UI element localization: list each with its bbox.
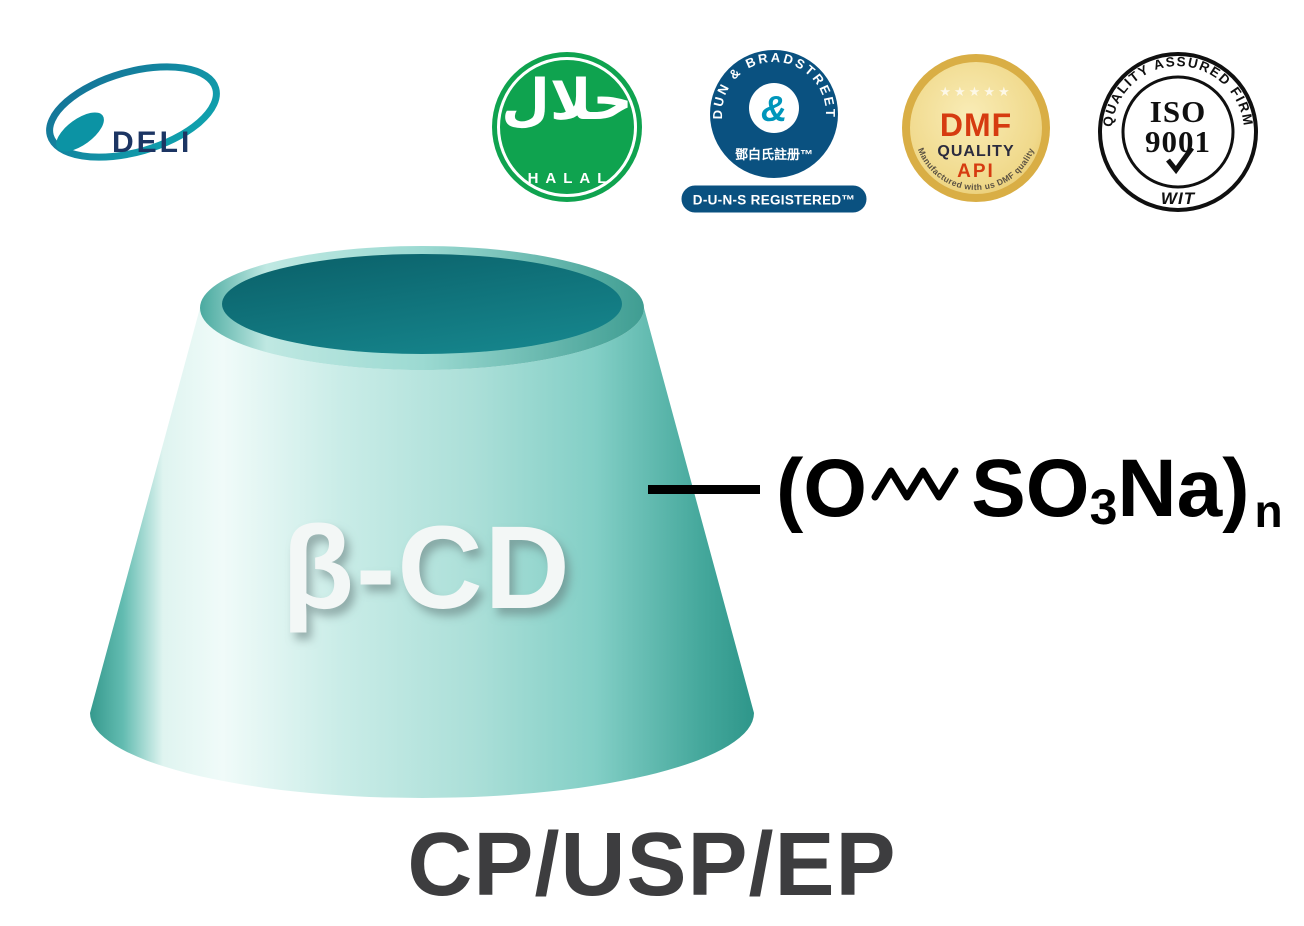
- iso-badge: QUALITY ASSURED FIRM ISO 9001 WIT: [1096, 50, 1260, 219]
- cone-graphic: [90, 246, 754, 798]
- formula-subscript-n: n: [1254, 485, 1283, 537]
- cone-opening: [222, 254, 622, 354]
- logo-ellipse-ring: [46, 63, 220, 161]
- iso-number: 9001: [1145, 124, 1211, 159]
- checkmark-icon: [1166, 146, 1195, 175]
- dnb-symbol-disc: [749, 83, 799, 133]
- dnb-chinese-text: 鄧白氏註册™: [735, 147, 813, 162]
- dnb-banner: [678, 182, 870, 216]
- iso-firm-mark: WIT: [1161, 189, 1196, 208]
- deli-swoosh-icon: DELI: [46, 63, 220, 161]
- iso-inner-ring: [1121, 75, 1235, 189]
- chemical-formula: (O SO 3 Na) n: [648, 443, 1283, 535]
- bond-dash-icon: [648, 484, 760, 494]
- iso-title: ISO: [1150, 94, 1206, 129]
- dmf-title: DMF: [940, 107, 1012, 143]
- beta-cd-cone: [60, 228, 800, 833]
- halal-arabic-text: حلال: [501, 68, 633, 133]
- dmf-inner-disc: [910, 62, 1042, 194]
- halal-inner-ring: [497, 57, 637, 197]
- dnb-ampersand-icon: &: [761, 88, 787, 129]
- iso-badge-graphic: QUALITY ASSURED FIRM ISO 9001 WIT: [1098, 52, 1258, 212]
- zigzag-bond-icon: [871, 467, 959, 501]
- dnb-badge-graphic: DUN & BRADSTREET & 鄧白氏註册™ D-U-N-S REGIST…: [678, 50, 870, 216]
- halal-label: HALAL: [527, 170, 614, 187]
- dmf-stars: ★★★★★: [939, 84, 1012, 99]
- logo-text: DELI: [112, 126, 192, 159]
- formula-so: SO: [971, 443, 1090, 534]
- dmf-badge-graphic: ★★★★★ DMF QUALITY API Manufactured with …: [902, 54, 1050, 202]
- formula-na-close: Na): [1117, 443, 1250, 534]
- cone-body: [90, 308, 754, 798]
- deli-logo: DELI: [28, 42, 228, 177]
- halal-badge: حلال HALAL: [492, 52, 642, 202]
- dmf-badge: ★★★★★ DMF QUALITY API Manufactured with …: [900, 52, 1052, 209]
- logo-leaf-shape: [56, 112, 104, 152]
- cone-label: β-CD: [282, 502, 572, 634]
- formula-open: (O: [776, 443, 868, 534]
- formula-subscript-3: 3: [1089, 479, 1118, 535]
- dmf-quality-label: QUALITY: [937, 143, 1014, 160]
- dmf-api-label: API: [957, 161, 995, 182]
- standards-text: CP/USP/EP: [407, 815, 897, 915]
- dnb-badge: DUN & BRADSTREET & 鄧白氏註册™ D-U-N-S REGIST…: [676, 46, 872, 227]
- dnb-banner-text: D-U-N-S REGISTERED™: [693, 193, 855, 208]
